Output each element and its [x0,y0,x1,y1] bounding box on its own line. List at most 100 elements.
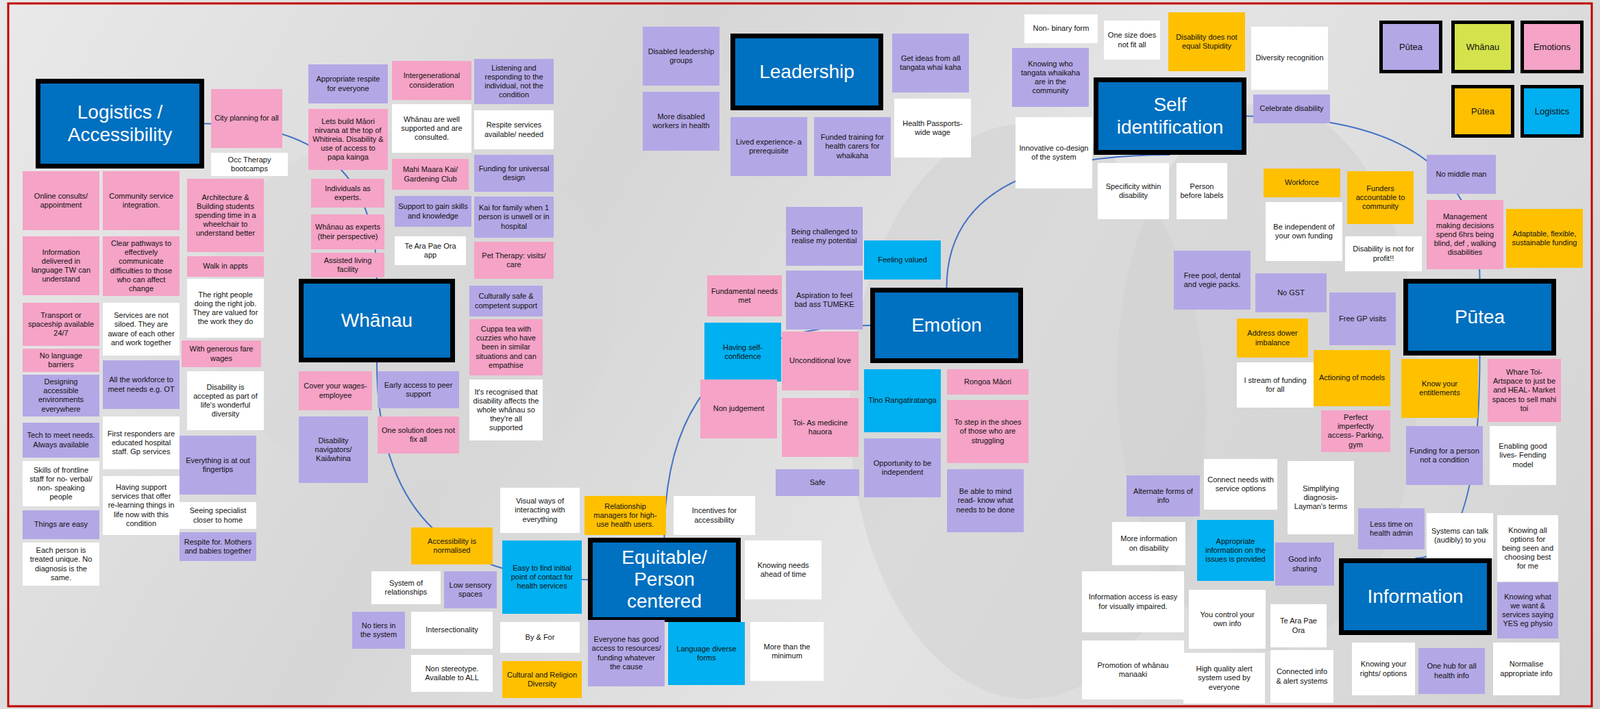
note-text: Promotion of whānau manaaki [1085,661,1181,680]
note-text: Disability is accepted as part of life's… [190,383,261,420]
note-text: Non- binary form [1033,23,1090,33]
sticky-note: Opportunity to be independent [864,438,941,498]
sticky-note: Individuals as experts. [311,178,385,208]
note-text: Whānau are well supported and are consul… [395,115,469,143]
note-text: No middle man [1436,169,1487,179]
note-text: Opportunity to be independent [867,459,938,477]
legend-swatch: Whānau [1451,20,1515,74]
legend-text: Pūtea [1399,41,1423,53]
note-text: Funded training for health carers for wh… [817,132,888,161]
sticky-note: Everything is at out fingertips [179,435,257,495]
hub-title: Leadership [759,60,855,83]
sticky-note: Workforce [1263,168,1341,198]
sticky-note: Visual ways of interacting with everythi… [500,487,580,534]
sticky-note: Disabled leadership groups [642,26,720,86]
sticky-note: Be independent of your own funding [1265,202,1343,262]
sticky-note: Toi- As medicine hauora [781,398,859,458]
note-text: Everything is at out fingertips [182,456,253,475]
sticky-note: Free pool, dental and vegie packs. [1173,250,1251,310]
sticky-note: Knowing needs ahead of time [744,540,822,600]
note-text: No language barriers [26,351,96,370]
sticky-note: Each person is treated unique. No diagno… [22,542,100,586]
sticky-note: One hub for all health info [1418,648,1485,695]
note-text: Get ideas from all tangata whai kaha [895,54,966,72]
note-text: Adaptable, flexible, sustainable funding [1509,229,1580,248]
note-text: Information delivered in language TW can… [26,248,96,285]
note-text: Knowing needs ahead of time [748,561,819,580]
sticky-note: Whānau are well supported and are consul… [391,104,472,153]
sticky-note: Non stereotype. Available to ALL [411,655,493,693]
note-text: Unconditional love [789,356,852,366]
note-text: Health Passports- wide wage [897,119,968,138]
note-text: Fundamental needs met [710,287,779,305]
sticky-note: Knowing who tangata whaikaha are in the … [1012,47,1089,107]
sticky-note: Language diverse forms [668,622,745,686]
sticky-note: Kai for family when 1 person is unwell o… [474,196,554,238]
sticky-note: Specificity within disability [1097,163,1169,220]
sticky-note: Free GP visits [1329,292,1396,346]
sticky-note: Support to gain skills and knowledge [394,195,472,227]
note-text: By & For [525,633,556,643]
sticky-note: First responders are educated hospital s… [102,416,180,470]
note-text: Be able to mind read- know what needs to… [950,487,1021,515]
note-text: Pet Therapy: visits/ care [477,251,551,270]
note-text: Connect needs with service options [1207,475,1274,494]
note-text: System of relationships [374,579,438,597]
sticky-note: Intergenerational consideration [391,60,472,101]
sticky-note: Transport or spaceship available 24/7 [22,302,100,347]
note-text: Occ Therapy bootcamps [214,155,285,174]
sticky-note: Perfect imperfectly access- Parking, gym [1321,410,1391,453]
sticky-note: Being challenged to realise my potential [785,206,863,266]
note-text: Whare Toi- Artspace to just be and HEAL-… [1491,367,1558,414]
note-text: Knowing what we want & services saying Y… [1500,592,1555,630]
legend-text: Pūtea [1471,106,1495,118]
sticky-note: Be able to mind read- know what needs to… [946,469,1024,533]
hub-box: Whānau [298,278,455,363]
sticky-note: One size does not fit all [1103,20,1161,60]
note-text: Specificity within disability [1101,182,1166,201]
sticky-note: Enabling good lives- Fending model [1489,426,1557,486]
note-text: It's recognised that disability affects … [472,387,540,434]
note-text: Actioning of models [1319,373,1385,383]
note-text: Disability navigators/ Kaiāwhina [302,436,365,464]
sticky-note: Easy to find initial point of contact fo… [502,540,582,614]
sticky-note: Systems can talk (audibly) to you [1426,513,1494,559]
sticky-note: Diversity recognition [1251,26,1328,90]
sticky-note: Address dower imbalance [1236,318,1309,358]
sticky-note: Having support services that offer re-le… [102,476,180,536]
sticky-note: Te Ara Pae Ora [1270,604,1327,648]
sticky-note: City planning for all [211,89,283,149]
note-text: Whānau as experts (their perspective) [314,222,381,241]
sticky-note: Disability does not equal Stupidity [1168,12,1246,72]
note-text: High quality alert system used by everyo… [1186,664,1262,693]
note-text: Each person is treated unique. No diagno… [26,546,96,583]
note-text: To step in the shoes of those who are st… [950,417,1026,446]
note-text: Perfect imperfectly access- Parking, gym [1324,413,1387,450]
sticky-note: Clear pathways to effectively communicat… [102,236,180,297]
note-text: Tech to meet needs. Always available [26,431,96,449]
note-text: Having support services that offer re-le… [106,483,177,529]
sticky-note: Health Passports- wide wage [894,98,971,158]
sticky-note: Connected info & alert systems [1270,650,1334,704]
sticky-note: You control your own info [1188,589,1266,649]
sticky-note: Relationship managers for high-use healt… [584,496,667,536]
note-text: More disabled workers in health [646,112,717,131]
sticky-note: All the workforce to meet needs e.g. OT [102,360,180,410]
note-text: One size does not fit all [1107,30,1157,49]
note-text: Respite for. Mothers and babies together [182,537,253,556]
sticky-note: To step in the shoes of those who are st… [946,400,1029,464]
note-text: Appropriate information on the issues is… [1200,537,1271,565]
note-text: Funding for a person not a condition [1409,446,1480,465]
note-text: Good info sharing [1278,555,1331,573]
sticky-note: Intersectionality [411,611,493,649]
sticky-note: Rongoa Māori [946,369,1029,395]
note-text: No tiers in the system [355,621,402,640]
sticky-note: No language barriers [22,348,100,373]
note-text: With generous fare wages [185,344,258,363]
sticky-note: Services are not siloed. They are aware … [102,302,180,356]
sticky-note: Know your entitlements [1401,359,1479,418]
note-text: Accessibility is normalised [414,537,490,556]
note-text: Normalise appropriate info [1496,659,1557,678]
note-text: All the workforce to meet needs e.g. OT [106,375,177,394]
hub-box: Leadership [730,33,884,111]
